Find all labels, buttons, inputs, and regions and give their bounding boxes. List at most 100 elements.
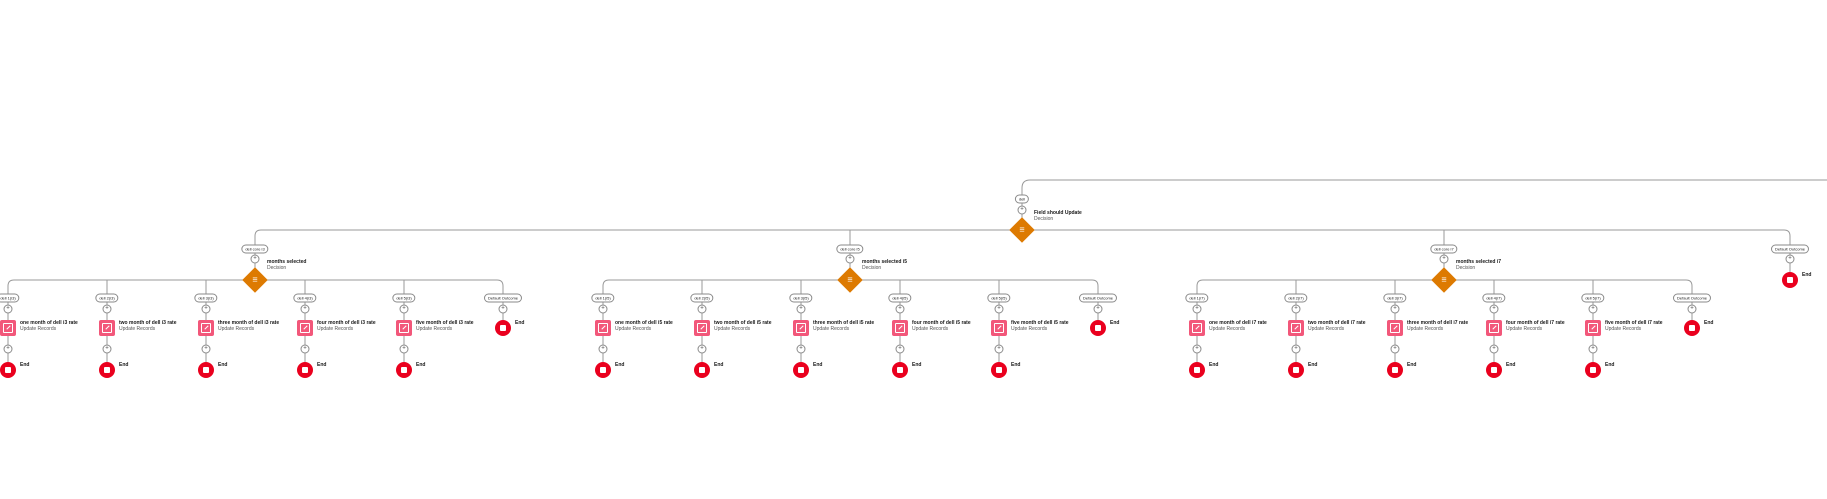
add-element-icon[interactable]: + xyxy=(1390,344,1400,354)
add-element-icon[interactable]: + xyxy=(1017,205,1027,215)
branch-pill[interactable]: dell 3(i7) xyxy=(1383,293,1407,303)
end-node[interactable] xyxy=(1585,362,1601,378)
end-node[interactable] xyxy=(991,362,1007,378)
branch-pill[interactable]: dell 4(i3) xyxy=(293,293,317,303)
default-outcome-pill[interactable]: Default Outcome xyxy=(483,293,523,303)
add-element-icon[interactable]: + xyxy=(102,304,112,314)
update-records-node[interactable] xyxy=(396,320,412,336)
update-records-node[interactable] xyxy=(0,320,16,336)
default-outcome-pill[interactable]: Default Outcome xyxy=(1078,293,1118,303)
branch-pill[interactable]: dell 1(i5) xyxy=(591,293,615,303)
add-element-icon[interactable]: + xyxy=(697,304,707,314)
add-element-icon[interactable]: + xyxy=(1192,344,1202,354)
update-records-node[interactable] xyxy=(1585,320,1601,336)
add-element-icon[interactable]: + xyxy=(300,304,310,314)
add-element-icon[interactable]: + xyxy=(201,344,211,354)
add-element-icon[interactable]: + xyxy=(895,344,905,354)
branch-pill[interactable]: dell 4(i7) xyxy=(1482,293,1506,303)
outcome-pill-1[interactable]: dell core i5 xyxy=(836,244,864,254)
branch-pill[interactable]: dell 1(i3) xyxy=(0,293,20,303)
branch-pill[interactable]: dell 1(i7) xyxy=(1185,293,1209,303)
end-node[interactable] xyxy=(297,362,313,378)
add-element-icon[interactable]: + xyxy=(1588,344,1598,354)
end-node[interactable] xyxy=(793,362,809,378)
add-element-icon[interactable]: + xyxy=(1291,304,1301,314)
add-element-icon[interactable]: + xyxy=(399,344,409,354)
end-node[interactable] xyxy=(0,362,16,378)
update-records-node[interactable] xyxy=(99,320,115,336)
end-node[interactable] xyxy=(99,362,115,378)
update-records-node[interactable] xyxy=(1387,320,1403,336)
add-element-icon[interactable]: + xyxy=(300,344,310,354)
end-node[interactable] xyxy=(1782,272,1798,288)
add-element-icon[interactable]: + xyxy=(1489,304,1499,314)
end-node[interactable] xyxy=(1189,362,1205,378)
add-element-icon[interactable]: + xyxy=(3,344,13,354)
end-node[interactable] xyxy=(396,362,412,378)
update-records-node[interactable] xyxy=(198,320,214,336)
update-records-node[interactable] xyxy=(1189,320,1205,336)
end-node[interactable] xyxy=(694,362,710,378)
end-node[interactable] xyxy=(595,362,611,378)
update-records-node[interactable] xyxy=(1288,320,1304,336)
branch-pill[interactable]: dell 2(i3) xyxy=(95,293,119,303)
add-element-icon[interactable]: + xyxy=(1390,304,1400,314)
add-element-icon[interactable]: + xyxy=(498,304,508,314)
end-node[interactable] xyxy=(892,362,908,378)
add-element-icon[interactable]: + xyxy=(399,304,409,314)
outcome-pill-2[interactable]: dell core i7 xyxy=(1430,244,1458,254)
add-element-icon[interactable]: + xyxy=(1093,304,1103,314)
add-element-icon[interactable]: + xyxy=(598,304,608,314)
branch-pill[interactable]: dell 5(i3) xyxy=(392,293,416,303)
months-decision-node[interactable] xyxy=(837,267,863,293)
add-element-icon[interactable]: + xyxy=(994,304,1004,314)
add-element-icon[interactable]: + xyxy=(1489,344,1499,354)
end-node[interactable] xyxy=(495,320,511,336)
branch-pill[interactable]: dell 4(i5) xyxy=(888,293,912,303)
months-decision-node[interactable] xyxy=(1431,267,1457,293)
add-element-icon[interactable]: + xyxy=(250,254,260,264)
update-records-node[interactable] xyxy=(1486,320,1502,336)
add-element-icon[interactable]: + xyxy=(1192,304,1202,314)
update-records-node[interactable] xyxy=(892,320,908,336)
end-node[interactable] xyxy=(1387,362,1403,378)
months-decision-node[interactable] xyxy=(242,267,268,293)
add-element-icon[interactable]: + xyxy=(796,304,806,314)
end-node[interactable] xyxy=(1090,320,1106,336)
end-node[interactable] xyxy=(1288,362,1304,378)
branch-pill[interactable]: dell 2(i5) xyxy=(690,293,714,303)
root-decision-node[interactable] xyxy=(1009,217,1035,243)
add-element-icon[interactable]: + xyxy=(1439,254,1449,264)
add-element-icon[interactable]: + xyxy=(1785,254,1795,264)
update-records-node[interactable] xyxy=(694,320,710,336)
update-records-node[interactable] xyxy=(595,320,611,336)
update-records-node[interactable] xyxy=(991,320,1007,336)
root-default-outcome-pill[interactable]: Default Outcome xyxy=(1770,244,1810,254)
add-element-icon[interactable]: + xyxy=(3,304,13,314)
add-element-icon[interactable]: + xyxy=(201,304,211,314)
add-element-icon[interactable]: + xyxy=(1687,304,1697,314)
branch-pill[interactable]: dell 3(i3) xyxy=(194,293,218,303)
add-element-icon[interactable]: + xyxy=(845,254,855,264)
add-element-icon[interactable]: + xyxy=(994,344,1004,354)
add-element-icon[interactable]: + xyxy=(1588,304,1598,314)
outcome-pill-0[interactable]: dell core i3 xyxy=(241,244,269,254)
add-element-icon[interactable]: + xyxy=(697,344,707,354)
add-element-icon[interactable]: + xyxy=(796,344,806,354)
update-records-node[interactable] xyxy=(793,320,809,336)
add-element-icon[interactable]: + xyxy=(895,304,905,314)
add-element-icon[interactable]: + xyxy=(598,344,608,354)
default-outcome-pill[interactable]: Default Outcome xyxy=(1672,293,1712,303)
end-node[interactable] xyxy=(1684,320,1700,336)
end-node[interactable] xyxy=(198,362,214,378)
update-records-node[interactable] xyxy=(297,320,313,336)
branch-pill[interactable]: dell 2(i7) xyxy=(1284,293,1308,303)
branch-pill[interactable]: dell 3(i5) xyxy=(789,293,813,303)
root-connector-pill[interactable]: dell xyxy=(1014,194,1030,204)
add-element-icon[interactable]: + xyxy=(1291,344,1301,354)
end-node[interactable] xyxy=(1486,362,1502,378)
branch-pill[interactable]: dell 5(i7) xyxy=(1581,293,1605,303)
branch-pill[interactable]: dell 5(i5) xyxy=(987,293,1011,303)
add-element-icon[interactable]: + xyxy=(102,344,112,354)
